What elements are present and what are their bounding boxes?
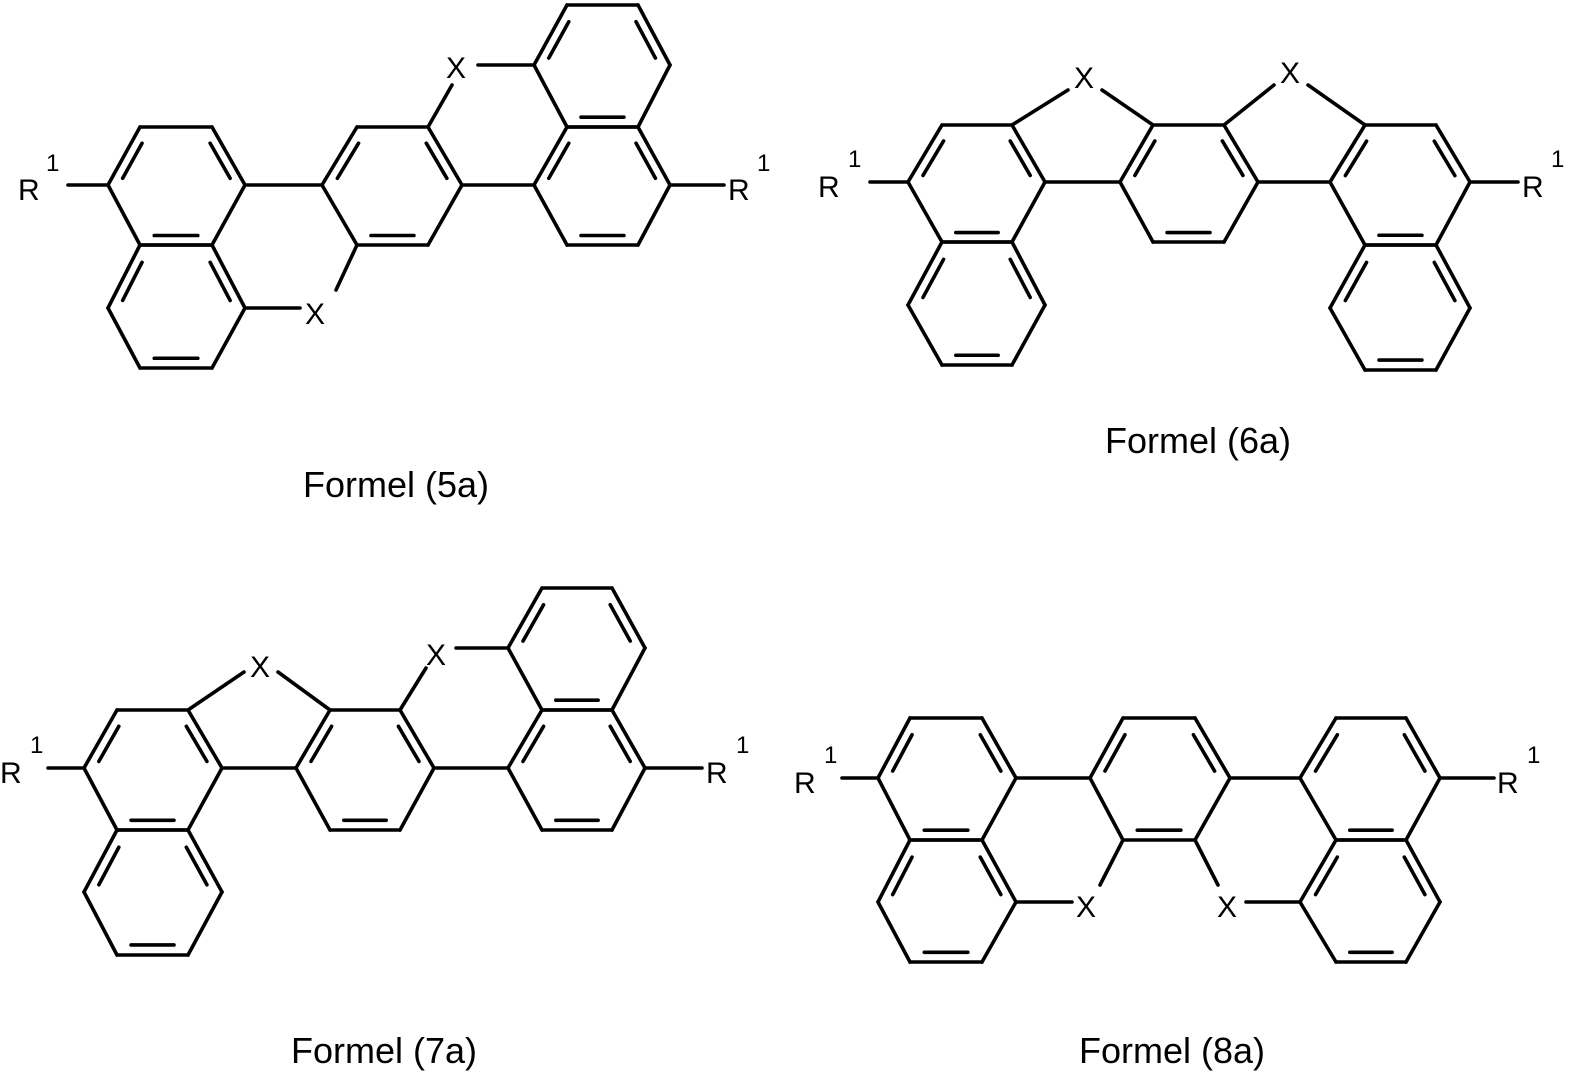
- structure-7a-bridge-left: X: [250, 651, 270, 684]
- structure-8a-bridge-left: X: [1076, 891, 1096, 924]
- structure-5a-substituent-right: R: [728, 174, 750, 207]
- structure-8a-substituent-right-sup: 1: [1527, 742, 1540, 769]
- structure-5a-substituent-left: R: [18, 174, 40, 207]
- structure-6a-substituent-right-sup: 1: [1551, 146, 1564, 173]
- structure-7a-bridge-right: X: [426, 639, 446, 672]
- structure-8a-bridge-right: X: [1217, 891, 1237, 924]
- structure-5a-substituent-left-sup: 1: [46, 150, 59, 177]
- structure-7a-substituent-left: R: [0, 757, 22, 790]
- structure-6a-bridge-left: X: [1074, 62, 1094, 95]
- structure-7a-substituent-left-sup: 1: [30, 732, 43, 759]
- structure-5a-bridge-bottom: X: [305, 298, 325, 331]
- structure-8a-substituent-left: R: [794, 767, 816, 800]
- structure-6a-caption: Formel (6a): [1105, 420, 1291, 461]
- structure-8a-caption: Formel (8a): [1079, 1030, 1265, 1071]
- structure-7a-substituent-right-sup: 1: [736, 732, 749, 759]
- structure-6a-substituent-left-sup: 1: [848, 146, 861, 173]
- structure-6a-substituent-right: R: [1522, 171, 1544, 204]
- structure-5a-bridge-top: X: [446, 52, 466, 85]
- structure-7a-caption: Formel (7a): [291, 1030, 477, 1071]
- structure-5a-substituent-right-sup: 1: [757, 150, 770, 177]
- structure-8a-substituent-right: R: [1497, 767, 1519, 800]
- structure-5a-caption: Formel (5a): [303, 464, 489, 505]
- structure-6a-substituent-left: R: [818, 171, 840, 204]
- structure-8a-substituent-left-sup: 1: [824, 742, 837, 769]
- structure-7a-substituent-right: R: [706, 757, 728, 790]
- structure-6a-bridge-right: X: [1280, 57, 1300, 90]
